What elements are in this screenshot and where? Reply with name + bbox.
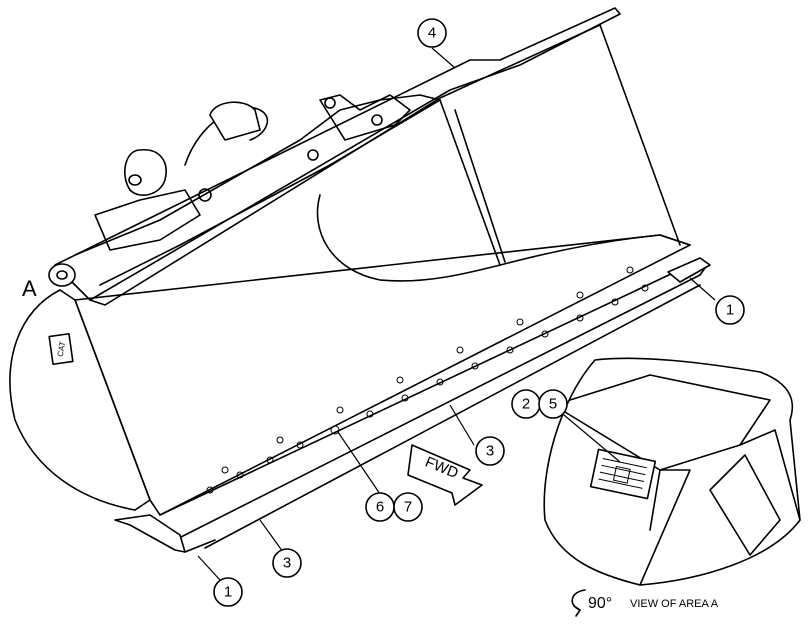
- callout-7: 7: [393, 492, 423, 522]
- svg-text:3: 3: [486, 443, 494, 460]
- fwd-arrow: [407, 444, 483, 506]
- cutting-edge-bottom: [174, 264, 706, 541]
- cylinder-cap: [124, 149, 167, 196]
- pin-boss-a: [48, 263, 76, 287]
- rotation-label: 90°: [588, 595, 612, 612]
- svg-text:7: 7: [404, 499, 412, 516]
- callout-2: 2: [511, 389, 541, 419]
- top-rail-edge: [89, 24, 601, 306]
- bucket-side-plate-edge: [59, 289, 151, 511]
- callout-3-bottom: 3: [272, 548, 302, 578]
- inset-top-face: [569, 374, 771, 471]
- logo-plate: [48, 332, 74, 366]
- callout-3-mid: 3: [475, 436, 505, 466]
- serial-plate: [589, 448, 657, 500]
- cutting-edge-top: [159, 264, 691, 516]
- callout-1-right: 1: [715, 295, 745, 325]
- inset-front-edge: [564, 411, 691, 586]
- front-panel: [74, 234, 691, 516]
- bracket-right: [319, 94, 411, 141]
- rotation-arrow-icon: [571, 589, 586, 617]
- logo-text: CAT: [56, 341, 68, 358]
- callout-5: 5: [538, 389, 568, 419]
- end-bit-left: [114, 514, 186, 553]
- inset-outline: [543, 357, 801, 586]
- bracket-bolt-4: [307, 149, 319, 161]
- pin-boss-a-hole: [56, 270, 68, 280]
- callout-4: 4: [417, 18, 447, 48]
- cutting-edge-lower: [184, 284, 701, 553]
- cylinder-body: [74, 94, 441, 286]
- callout-1-bottom: 1: [213, 577, 243, 607]
- top-rail: [54, 7, 621, 301]
- bucket-back-curve: [316, 194, 521, 282]
- svg-text:4: 4: [428, 25, 436, 42]
- bucket-back-wall: [439, 99, 506, 266]
- cylinder-port: [128, 174, 142, 186]
- svg-text:5: 5: [549, 396, 557, 413]
- svg-text:2: 2: [522, 396, 530, 413]
- hydraulic-valve: [209, 101, 261, 141]
- svg-text:1: 1: [224, 584, 232, 601]
- inset-notch: [709, 454, 781, 556]
- end-bit-right: [667, 257, 711, 283]
- bucket-right-edge: [519, 24, 691, 261]
- area-marker: A: [22, 276, 37, 301]
- bracket-bolt-3: [198, 188, 212, 202]
- hydraulic-hose: [184, 106, 269, 166]
- bolt-row: [206, 266, 649, 494]
- inset-side: [649, 429, 801, 531]
- svg-text:1: 1: [726, 302, 734, 319]
- svg-text:3: 3: [283, 555, 291, 572]
- callout-6: 6: [365, 492, 395, 522]
- svg-text:6: 6: [376, 499, 384, 516]
- bucket-side-plate: [9, 289, 136, 511]
- cylinder-housing: [94, 189, 201, 251]
- serial-plate-lines: [598, 457, 647, 489]
- bracket-bolt-2: [371, 114, 383, 126]
- view-caption: VIEW OF AREA A: [630, 598, 719, 610]
- bracket-bolt: [324, 97, 336, 109]
